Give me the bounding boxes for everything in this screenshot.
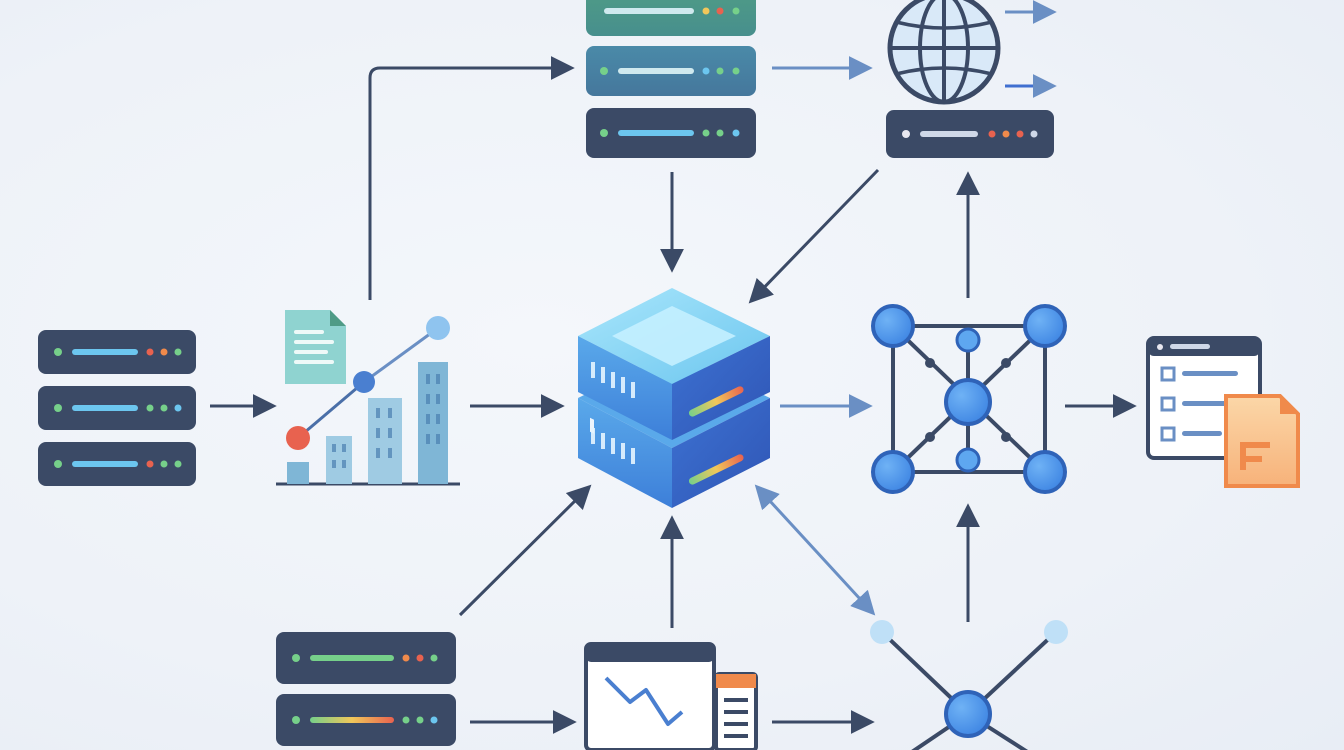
- network-node: [1044, 620, 1068, 644]
- arrow-icon: [458, 484, 592, 617]
- central-database-cube-icon: [578, 288, 770, 508]
- trend-point: [353, 371, 375, 393]
- server-unit: [586, 0, 756, 36]
- arrow-icon: [748, 168, 880, 304]
- network-node: [870, 620, 894, 644]
- arrow-icon: [754, 484, 876, 616]
- server-rack-icon: [276, 632, 456, 746]
- server-unit: [38, 330, 196, 374]
- server-unit: [38, 442, 196, 486]
- cube-vents: [591, 362, 635, 398]
- trend-point: [426, 316, 450, 340]
- arrow-icon: [368, 56, 575, 300]
- network-topology-icon: [871, 304, 1067, 494]
- network-node: [944, 690, 992, 738]
- server-unit: [586, 108, 756, 158]
- document-icon: [1224, 394, 1300, 488]
- server-unit: [886, 110, 1054, 158]
- network-node: [871, 304, 915, 348]
- server-rack-icon: [586, 0, 756, 158]
- trend-chart-window-icon: [584, 642, 758, 750]
- analytics-chart-icon: [276, 310, 460, 486]
- server-unit: [276, 632, 456, 684]
- server-unit: [276, 694, 456, 746]
- hub-node-icon: [870, 620, 1068, 750]
- trend-point: [286, 426, 310, 450]
- bar-group: [287, 362, 448, 484]
- checklist: [1160, 366, 1238, 442]
- connectors: [210, 0, 1137, 734]
- server-rack-icon: [38, 330, 196, 486]
- network-node: [955, 327, 981, 353]
- network-node: [944, 378, 992, 426]
- cube-vents: [591, 428, 635, 464]
- document-icon: [285, 310, 346, 384]
- network-node: [955, 447, 981, 473]
- network-node: [871, 450, 915, 494]
- report-window-icon: [1146, 336, 1300, 488]
- server-unit: [38, 386, 196, 430]
- server-unit: [586, 46, 756, 96]
- network-node: [1023, 450, 1067, 494]
- globe-icon: [887, 0, 1001, 105]
- network-node: [1023, 304, 1067, 348]
